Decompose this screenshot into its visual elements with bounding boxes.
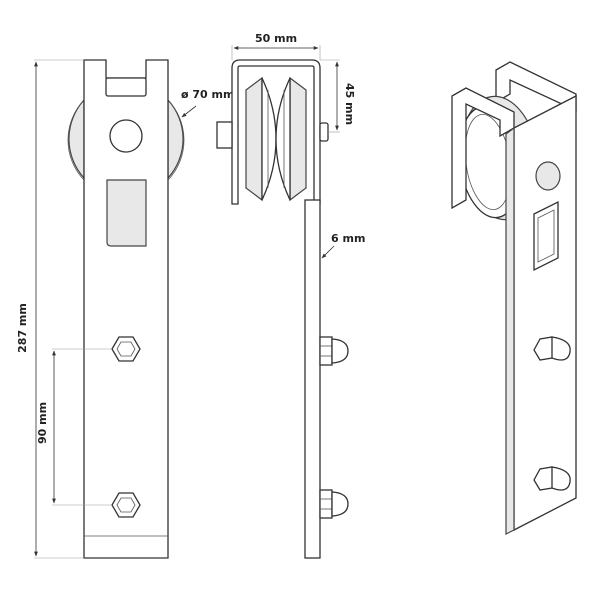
iso-rect-slot-inner [537, 209, 555, 263]
dim-plate-leader [321, 245, 335, 259]
side-axle-end-right [319, 122, 329, 142]
iso-bolt-lower [533, 466, 571, 491]
iso-bracket-front [451, 87, 515, 210]
front-top-slot [105, 77, 147, 97]
isometric-view [451, 61, 577, 535]
dim-total-height-label: 287 mm [16, 303, 29, 353]
iso-rect-slot [533, 200, 559, 272]
dim-wheel-leader [181, 105, 197, 118]
front-wheel [68, 98, 85, 180]
side-bolt-upper [319, 336, 349, 366]
front-axle-hole [109, 119, 143, 153]
iso-axle-boss [535, 161, 561, 191]
iso-plate-edge [505, 126, 515, 535]
iso-hanger-plate [513, 94, 577, 532]
side-axle-nut-left [216, 121, 233, 149]
side-view: 50 mm 45 mm 6 mm [216, 32, 365, 559]
front-hanger-plate [83, 59, 169, 559]
dim-frame-depth-label: 45 mm [343, 83, 356, 125]
dim-frame-width-label: 50 mm [255, 32, 297, 45]
side-bolt-lower [319, 489, 349, 519]
iso-bolt-upper [533, 336, 571, 361]
side-grooved-wheel [245, 76, 307, 202]
front-rect-slot [106, 179, 147, 247]
dim-bolt-spacing-label: 90 mm [36, 402, 49, 444]
front-wheel-right [167, 98, 184, 180]
side-hanger-plate [304, 199, 321, 559]
front-view: 287 mm 90 mm ø 70 mm [16, 59, 234, 559]
front-bolt-lower [111, 492, 141, 518]
dim-plate-thickness-label: 6 mm [331, 232, 365, 245]
front-bolt-upper [111, 336, 141, 362]
dim-wheel-diameter-label: ø 70 mm [181, 88, 234, 101]
